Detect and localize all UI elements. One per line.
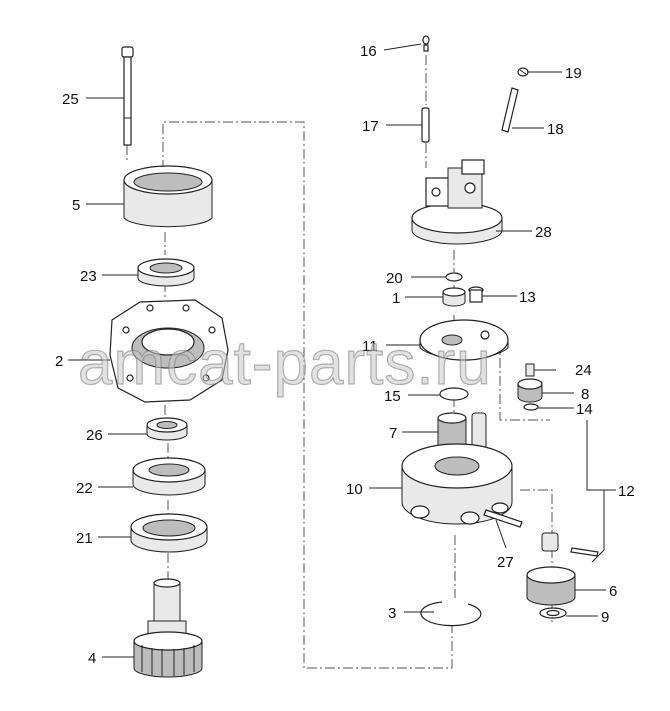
part-10-carrier: [401, 443, 513, 525]
part-25-bolt: [121, 46, 134, 146]
part-27-pin: [483, 509, 523, 528]
part-17-pin: [421, 107, 430, 143]
part-13-bolt: [468, 286, 484, 303]
label-20: 20: [386, 270, 403, 287]
label-5: 5: [72, 197, 80, 214]
label-22: 22: [76, 480, 93, 497]
label-1: 1: [392, 290, 400, 307]
label-3: 3: [388, 605, 396, 622]
part-22-bearing: [132, 457, 206, 496]
label-19: 19: [565, 65, 582, 82]
part-26-bearing: [146, 417, 188, 441]
part-9-thrust-washer: [539, 607, 567, 619]
part-18-rod: [501, 87, 519, 133]
label-11: 11: [362, 338, 378, 355]
label-17: 17: [362, 118, 379, 135]
label-24: 24: [575, 362, 592, 379]
label-28: 28: [535, 224, 552, 241]
label-8: 8: [581, 386, 589, 403]
part-21-seal: [130, 513, 208, 553]
part-15-o-ring: [439, 387, 469, 401]
part-11-carrier-plate: [419, 319, 509, 361]
part-24-pin: [525, 363, 535, 377]
part-2-flange-housing: [109, 299, 229, 403]
label-4: 4: [88, 650, 96, 667]
label-21: 21: [76, 530, 93, 547]
label-15: 15: [384, 388, 401, 405]
part-4-pinion-shaft: [133, 578, 203, 678]
label-9: 9: [601, 609, 609, 626]
leader-lines: [68, 43, 606, 658]
part-12-bracket: [586, 420, 616, 563]
part-6-planet-gear: [526, 566, 576, 606]
label-10: 10: [346, 481, 363, 498]
label-27: 27: [497, 554, 514, 571]
label-25: 25: [62, 91, 79, 108]
label-2: 2: [55, 353, 63, 370]
label-23: 23: [80, 268, 97, 285]
part-3-snap-ring: [420, 601, 482, 627]
part-12-bearing-pin: [541, 532, 599, 557]
label-18: 18: [547, 121, 564, 138]
label-7: 7: [389, 425, 397, 442]
label-26: 26: [86, 427, 103, 444]
part-23-bearing: [137, 258, 195, 287]
label-13: 13: [519, 289, 536, 306]
part-19-screw: [517, 67, 529, 77]
part-14-washer: [523, 403, 539, 411]
part-16-pin: [422, 35, 430, 52]
part-8-planet-gear: [517, 378, 543, 403]
part-5-ring-housing: [123, 165, 213, 228]
label-12: 12: [618, 483, 635, 500]
part-1-gear: [442, 287, 466, 307]
label-6: 6: [609, 583, 617, 600]
label-14: 14: [576, 401, 593, 418]
part-20-o-ring: [445, 272, 463, 282]
reference-labels: 25 5 23 2 26 22 21 4 16 17 19 18 28 20 1…: [55, 43, 635, 667]
part-28-cover: [411, 159, 503, 245]
label-16: 16: [360, 43, 377, 60]
watermark-text: amcat-parts.ru: [78, 329, 492, 398]
